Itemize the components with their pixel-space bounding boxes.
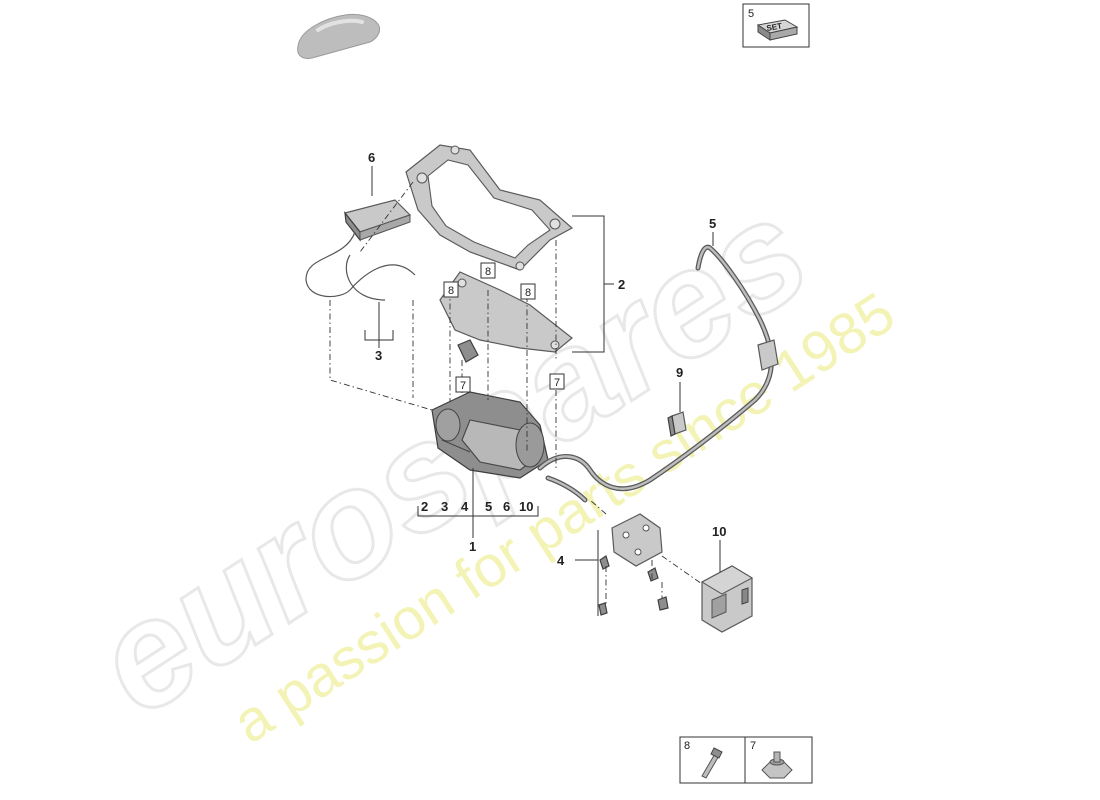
boxed-ref-8: 8 bbox=[480, 262, 496, 279]
assembly-dash-lines bbox=[329, 181, 703, 606]
bolt-icon bbox=[701, 747, 723, 779]
callout-3: 3 bbox=[375, 348, 382, 363]
group-number: 3 bbox=[441, 499, 448, 514]
mounting-bracket-part bbox=[439, 271, 573, 363]
set-label: SET bbox=[766, 21, 783, 33]
boxed-ref-7: 7 bbox=[455, 376, 471, 393]
legend-number: 8 bbox=[684, 740, 690, 752]
set-kit-box: 5 SET bbox=[742, 3, 810, 48]
callout-10: 10 bbox=[712, 524, 726, 539]
group-number-row: 2 3 4 5 6 10 bbox=[421, 499, 533, 514]
legend-number: 7 bbox=[750, 740, 756, 752]
group-number: 4 bbox=[461, 499, 469, 514]
callout-2: 2 bbox=[618, 277, 625, 292]
svg-text:7: 7 bbox=[460, 380, 466, 392]
small-parts-legend: 8 7 bbox=[679, 736, 813, 784]
car-icon bbox=[297, 13, 381, 59]
svg-text:8: 8 bbox=[485, 266, 491, 278]
svg-text:7: 7 bbox=[554, 377, 560, 389]
callout-6: 6 bbox=[368, 150, 375, 165]
boxed-ref-7: 7 bbox=[549, 373, 565, 390]
subframe-part bbox=[405, 144, 574, 271]
compressor-assembly-part bbox=[431, 391, 549, 479]
callout-labels: 6 2 5 3 9 1 4 10 bbox=[368, 150, 726, 568]
callout-5: 5 bbox=[709, 216, 716, 231]
callout-leaders bbox=[364, 166, 721, 616]
boxed-references: 8 8 8 7 7 bbox=[443, 262, 565, 393]
mounting-plate-part bbox=[598, 513, 669, 616]
air-hose-part bbox=[537, 244, 779, 503]
group-number: 10 bbox=[519, 499, 533, 514]
svg-text:8: 8 bbox=[525, 287, 531, 299]
callout-4: 4 bbox=[557, 553, 565, 568]
control-unit-part bbox=[305, 199, 416, 301]
group-number: 6 bbox=[503, 499, 510, 514]
boxed-ref-8: 8 bbox=[443, 281, 459, 298]
relay-module-part bbox=[700, 565, 754, 633]
callout-9: 9 bbox=[676, 365, 683, 380]
svg-text:8: 8 bbox=[448, 285, 454, 297]
nut-icon bbox=[761, 751, 793, 779]
boxed-ref-8: 8 bbox=[520, 283, 536, 300]
set-kit-icon: SET bbox=[756, 19, 799, 41]
callout-1: 1 bbox=[469, 539, 476, 554]
group-number: 2 bbox=[421, 499, 428, 514]
set-box-number: 5 bbox=[748, 8, 754, 20]
group-number: 5 bbox=[485, 499, 492, 514]
clip-part bbox=[667, 411, 687, 437]
